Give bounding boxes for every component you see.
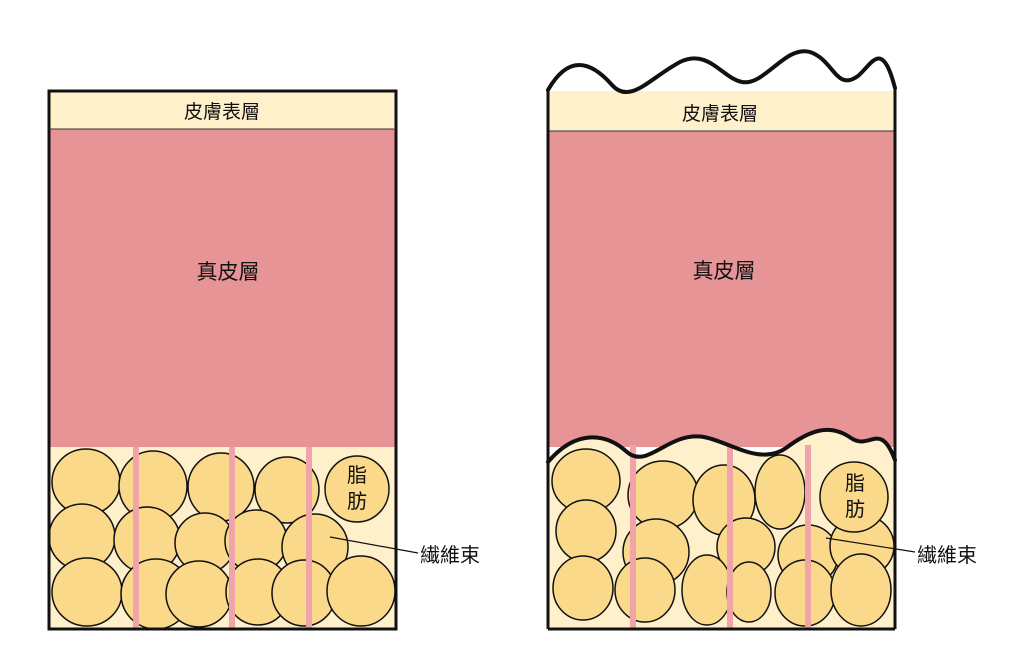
fat-cell [726,561,772,623]
epidermis-layer [548,91,895,131]
wavy-boundary-line [546,427,897,464]
fiber-bundle [133,447,139,629]
fat-label-cell [819,461,889,533]
fat-cell [754,454,806,530]
fiber-label: 繊維束 [420,543,480,567]
panel-wavy: 脂 肪 皮膚表層 真皮層 繊維束 [546,49,977,631]
fat-cell [326,555,396,627]
fiber-bundles [133,447,312,629]
fiber-bundles [630,445,811,629]
dermis-layer [49,129,396,447]
epidermis-label: 皮膚表層 [682,103,758,125]
panel-border [47,89,398,631]
fat-label-cell [324,455,390,523]
fat-cell [830,553,892,627]
fat-cell [187,452,255,522]
fat-cell [51,557,123,627]
fat-cell [165,560,233,628]
fat-label: 肪 [347,489,367,513]
fiber-leader-line [825,537,916,553]
dermis-label: 真皮層 [693,259,756,283]
fat-cell [627,460,699,530]
fiber-bundle [630,445,636,629]
fiber-bundle [805,445,811,629]
panel-normal: 脂 肪 皮膚表層 真皮層 繊維束 [47,89,480,631]
fat-cell [254,456,320,524]
dermis-layer [548,131,895,447]
fiber-label: 繊維束 [917,543,977,567]
fat-label: 脂 [347,463,367,487]
fat-cell [552,555,614,621]
fat-cell [614,557,676,623]
fiber-bundle [229,447,235,629]
epidermis-label: 皮膚表層 [184,101,260,123]
fat-label: 脂 [845,471,865,495]
fiber-bundle [727,445,733,629]
dermis-label: 真皮層 [197,260,260,284]
fat-cell [555,499,617,563]
fiber-leader-line [329,536,419,554]
epidermis-layer [49,91,396,129]
fat-label: 肪 [845,497,865,521]
wavy-surface-line [546,49,897,94]
fat-cell [681,554,733,626]
fiber-bundle [306,447,312,629]
